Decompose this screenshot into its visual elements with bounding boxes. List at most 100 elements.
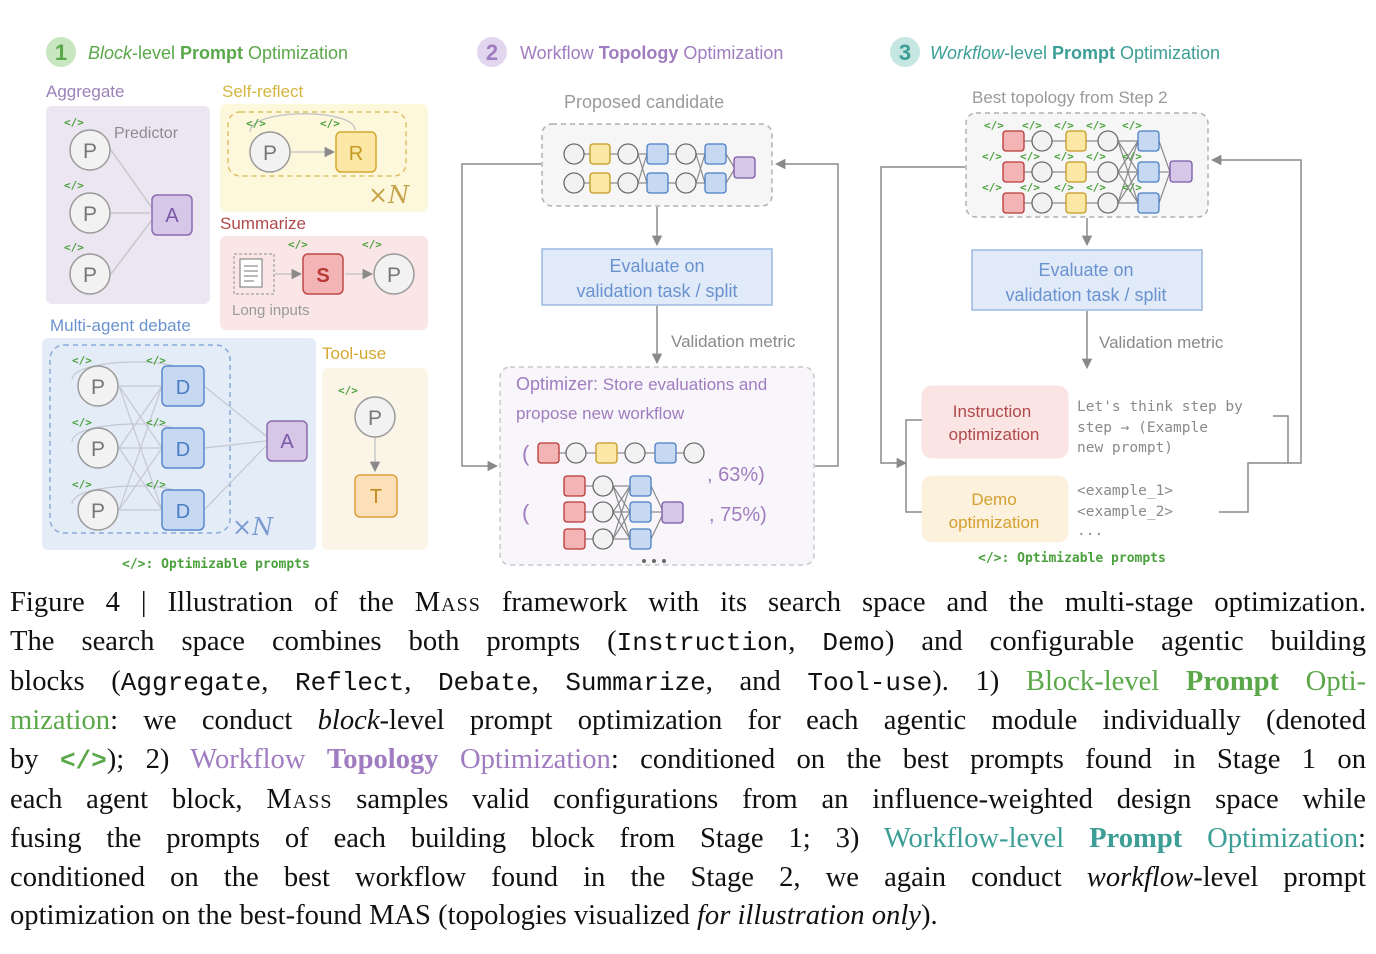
code-tag: </> [338, 384, 358, 397]
code-tag: </> [64, 116, 84, 129]
code-line: <example_2> [1077, 504, 1173, 520]
code-tag: </> [1054, 181, 1074, 194]
code-tag: </> [320, 117, 340, 130]
caption-line: each agent block, Mass samples valid con… [10, 783, 1366, 815]
stage1-number-badge [46, 37, 76, 67]
aggregator-node [266, 420, 308, 462]
document-icon [233, 253, 275, 295]
node-label: A [165, 205, 179, 227]
code-tag: </> [146, 478, 166, 491]
node-label: P [263, 142, 277, 165]
open-paren: ( [522, 500, 530, 525]
code-tag: </> [146, 416, 166, 429]
code-tag: </> [1122, 181, 1142, 194]
long-inputs-label: Long inputs [232, 302, 310, 319]
code-tag: </> [64, 179, 84, 192]
tool-use-label: Tool-use [322, 344, 386, 363]
stage3-number: 3 [899, 40, 911, 65]
tool-use-panel: Tool-use </> P T [322, 344, 428, 550]
reflector-node [1065, 130, 1087, 152]
optimizer-label: Optimizer: Store evaluations and [516, 374, 767, 394]
code-tag: </> [1022, 119, 1042, 132]
predictor-node [69, 192, 111, 234]
proposed-candidate-box [541, 123, 773, 207]
stage1-number: 1 [55, 40, 67, 65]
evaluate-label: Evaluate on [609, 256, 704, 276]
summarizer-node [1002, 161, 1025, 183]
node-label: P [91, 376, 105, 399]
stage1-title: Block-level Prompt Optimization [88, 43, 348, 63]
stage2-number-badge [477, 37, 507, 67]
stage3-header: 3 Workflow-level Prompt Optimization [890, 37, 1220, 67]
best-topology-label: Best topology from Step 2 [972, 88, 1168, 107]
aggregator-node [151, 194, 193, 236]
code-line: Let's think step by [1077, 399, 1243, 415]
code-tag: </> [1054, 119, 1074, 132]
figure-caption: Figure 4 | Illustration of the Mass fram… [10, 584, 1366, 936]
code-tag: </> [1122, 119, 1142, 132]
debater-node [1137, 161, 1160, 183]
stage3-title: Workflow-level Prompt Optimization [930, 43, 1220, 63]
open-paren: ( [522, 441, 530, 466]
predictor-node [1097, 161, 1119, 183]
caption-line: optimization on the best-found MAS (topo… [10, 900, 938, 932]
repeat-n-label: ×N [232, 513, 274, 541]
code-line: ... [1077, 523, 1103, 539]
self-reflect-label: Self-reflect [222, 82, 304, 101]
stage2-metric-label: Validation metric [671, 332, 796, 351]
stage1-header: 1 Block-level Prompt Optimization [46, 37, 348, 67]
code-tag: </> [362, 238, 382, 251]
caption-line: by </>); 2) Workflow Topology Optimizati… [10, 744, 1366, 777]
predictor-node [373, 253, 415, 295]
node-label: P [83, 140, 97, 163]
code-line: new prompt) [1077, 440, 1173, 456]
node-label: P [368, 407, 382, 430]
predictor-node [354, 396, 396, 438]
code-tag: </> [72, 354, 92, 367]
summarize-label: Summarize [220, 214, 306, 233]
code-tag: </> [982, 181, 1002, 194]
stage1-legend: </>: Optimizable prompts [122, 557, 310, 572]
demo-optimization-box: Demo optimization [921, 475, 1069, 543]
node-label: D [176, 377, 190, 399]
reflector-node [1065, 161, 1087, 183]
debater-node [161, 489, 205, 531]
instruction-optimization-box: Instruction optimization [921, 385, 1069, 459]
debate-panel: Multi-agent debate </> </> </> </> </> <… [42, 316, 316, 550]
reflector-node [1065, 192, 1087, 214]
best-topology-box: </></></></></></></></></></></></></><… [965, 112, 1209, 218]
evaluate-label: Evaluate on [1038, 260, 1133, 280]
caption-line: Figure 4 | Illustration of the Mass fram… [10, 587, 1366, 618]
debater-node [161, 365, 205, 407]
caption-line: conditioned on the best workflow found i… [10, 861, 1366, 893]
predictor-node [1031, 161, 1053, 183]
evaluate-label: validation task / split [1005, 285, 1166, 305]
stage2-title: Workflow Topology Optimization [520, 43, 783, 63]
predictor-label: Predictor [114, 125, 179, 142]
node-label: A [280, 431, 294, 453]
stage2-evaluate-box: Evaluate on validation task / split [541, 248, 773, 306]
aggregator-node [1169, 160, 1193, 183]
summarizer-node [1002, 192, 1025, 214]
code-tag: </> [1086, 119, 1106, 132]
demo-label: Demo [971, 490, 1016, 509]
debater-node [1137, 192, 1160, 214]
optimizer-label: propose new workflow [516, 404, 685, 423]
predictor-node [1097, 130, 1119, 152]
code-tag: </> [72, 478, 92, 491]
demo-label: optimization [949, 513, 1040, 532]
code-tag: </> [982, 150, 1002, 163]
debater-node [161, 427, 205, 469]
tool-node [354, 474, 398, 518]
instruction-label: optimization [949, 425, 1040, 444]
code-tag: </> [64, 241, 84, 254]
code-tag: </> [146, 354, 166, 367]
node-label: D [176, 439, 190, 461]
caption-line: mization: we conduct block-level prompt … [10, 705, 1366, 737]
self-reflect-panel: Self-reflect </> </> P R ×N [220, 82, 428, 212]
summarize-panel: Summarize Long inputs </> </> S P [220, 214, 428, 330]
summarizer-node [1002, 130, 1025, 152]
code-tag: </> [288, 238, 308, 251]
code-line: step → (Example [1077, 420, 1208, 436]
predictor-node [77, 365, 119, 407]
